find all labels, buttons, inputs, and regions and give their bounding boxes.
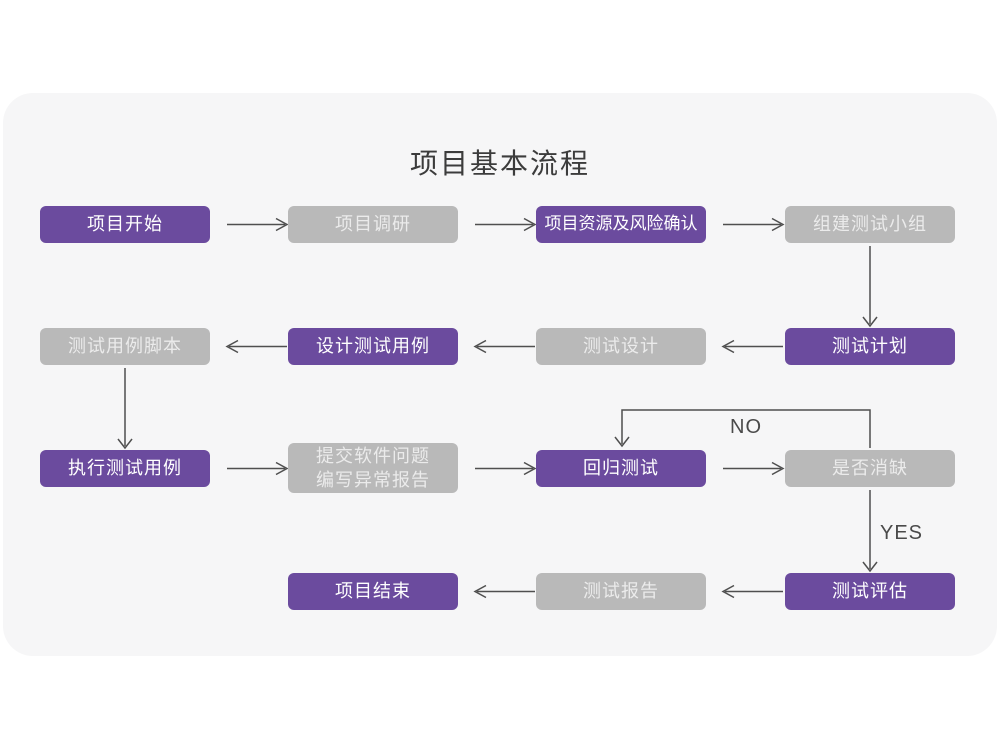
node-defect-cleared-decision: 是否消缺 — [785, 450, 955, 487]
node-label: 项目结束 — [335, 581, 411, 602]
node-label: 项目调研 — [335, 214, 411, 235]
node-label: 提交软件问题 编写异常报告 — [316, 445, 430, 490]
node-label: 测试评估 — [832, 581, 908, 602]
node-project-research: 项目调研 — [288, 206, 458, 243]
node-resource-risk-confirm: 项目资源及风险确认 — [536, 206, 706, 243]
node-label: 执行测试用例 — [68, 458, 182, 479]
node-project-start: 项目开始 — [40, 206, 210, 243]
node-test-plan: 测试计划 — [785, 328, 955, 365]
node-test-case-script: 测试用例脚本 — [40, 328, 210, 365]
node-label: 项目资源及风险确认 — [544, 214, 698, 234]
node-label: 项目开始 — [87, 214, 163, 235]
node-label: 组建测试小组 — [813, 214, 927, 235]
node-project-end: 项目结束 — [288, 573, 458, 610]
node-label: 测试设计 — [583, 336, 659, 357]
node-execute-test-cases: 执行测试用例 — [40, 450, 210, 487]
node-test-report: 测试报告 — [536, 573, 706, 610]
node-test-evaluation: 测试评估 — [785, 573, 955, 610]
edge-label-no: NO — [730, 416, 762, 438]
node-test-design: 测试设计 — [536, 328, 706, 365]
node-label: 设计测试用例 — [316, 336, 430, 357]
node-label: 测试计划 — [832, 336, 908, 357]
page-title: 项目基本流程 — [409, 148, 590, 179]
node-label: 是否消缺 — [832, 458, 908, 479]
node-label: 回归测试 — [583, 458, 659, 479]
node-regression-test: 回归测试 — [536, 450, 706, 487]
node-label: 测试报告 — [583, 581, 659, 602]
node-label: 测试用例脚本 — [68, 336, 182, 357]
flowchart-card — [3, 93, 997, 656]
node-build-test-team: 组建测试小组 — [785, 206, 955, 243]
node-design-test-cases: 设计测试用例 — [288, 328, 458, 365]
node-submit-issue-report: 提交软件问题 编写异常报告 — [288, 443, 458, 493]
edge-label-yes: YES — [880, 522, 924, 544]
